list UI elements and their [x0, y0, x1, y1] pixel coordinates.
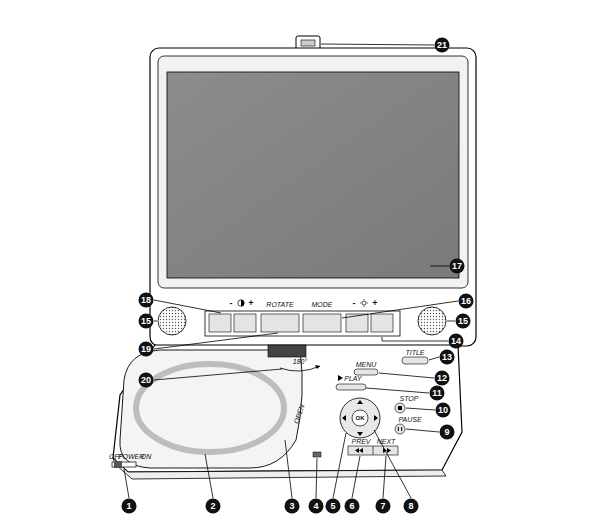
callout-number: 3 [285, 499, 300, 514]
device-label: TITLE [405, 349, 424, 356]
device-label: STOP [400, 395, 419, 402]
callout-number: 5 [326, 499, 341, 514]
device-label: NEXT [377, 438, 396, 445]
callout-number: 20 [139, 373, 154, 388]
device-label: MENU [356, 361, 377, 368]
device-label: + [248, 299, 253, 308]
callout-number: 1 [122, 499, 137, 514]
callout-number: 14 [449, 334, 464, 349]
device-label: PLAY [344, 375, 361, 382]
device-label: OK [356, 415, 365, 421]
callout-number: 13 [440, 350, 455, 365]
callout-number: 19 [139, 342, 154, 357]
device-label: - [230, 299, 233, 308]
callout-number: 11 [430, 386, 445, 401]
device-label: ON [141, 453, 152, 460]
callout-number: 4 [309, 499, 324, 514]
callout-number: 6 [345, 499, 360, 514]
callout-number: 15 [139, 314, 154, 329]
device-label: + [372, 299, 377, 308]
device-label: PREV [351, 438, 370, 445]
callout-number: 18 [139, 293, 154, 308]
callout-number: 10 [436, 403, 451, 418]
callout-number: 15 [456, 314, 471, 329]
callout-number: 9 [440, 425, 455, 440]
callout-number: 12 [435, 371, 450, 386]
callout-number: 8 [404, 499, 419, 514]
device-label: MODE [312, 301, 333, 308]
callout-number: 17 [450, 259, 465, 274]
device-label: POWER [118, 453, 144, 460]
callout-number: 7 [376, 499, 391, 514]
callout-number: 2 [206, 499, 221, 514]
device-label: ROTATE [266, 301, 293, 308]
callout-number: 21 [435, 38, 450, 53]
device-label: - [353, 299, 356, 308]
callout-number: 16 [459, 294, 474, 309]
device-label: PAUSE [398, 416, 421, 423]
device-label: 180° [293, 358, 307, 365]
